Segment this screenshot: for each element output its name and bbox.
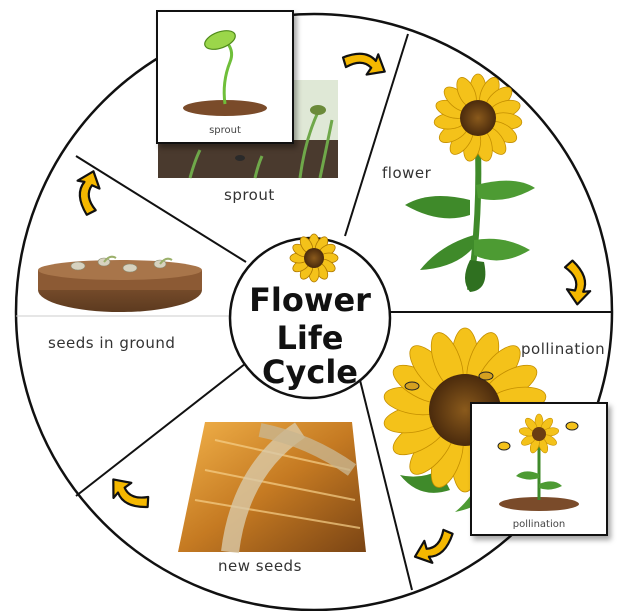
stage-label-sprout: sprout <box>224 186 275 204</box>
pollination-card: pollination <box>470 402 608 536</box>
sprout-card: sprout <box>156 10 294 144</box>
stage-label-pollination: pollination <box>521 340 605 358</box>
sprout-icon <box>158 12 292 142</box>
pollination-icon <box>472 404 606 534</box>
pollination-card-caption: pollination <box>472 519 606 530</box>
new-seeds-photo <box>178 422 366 552</box>
stage-label-seeds-in-ground: seeds in ground <box>48 334 175 352</box>
title-line-1: Flower <box>232 284 388 316</box>
sprout-card-caption: sprout <box>158 125 292 136</box>
title-line-2: Life <box>232 322 388 354</box>
title-line-3: Cycle <box>232 356 388 388</box>
seeds-in-ground-photo <box>38 257 202 312</box>
stage-label-new-seeds: new seeds <box>218 557 302 575</box>
stage-label-flower: flower <box>382 164 431 182</box>
